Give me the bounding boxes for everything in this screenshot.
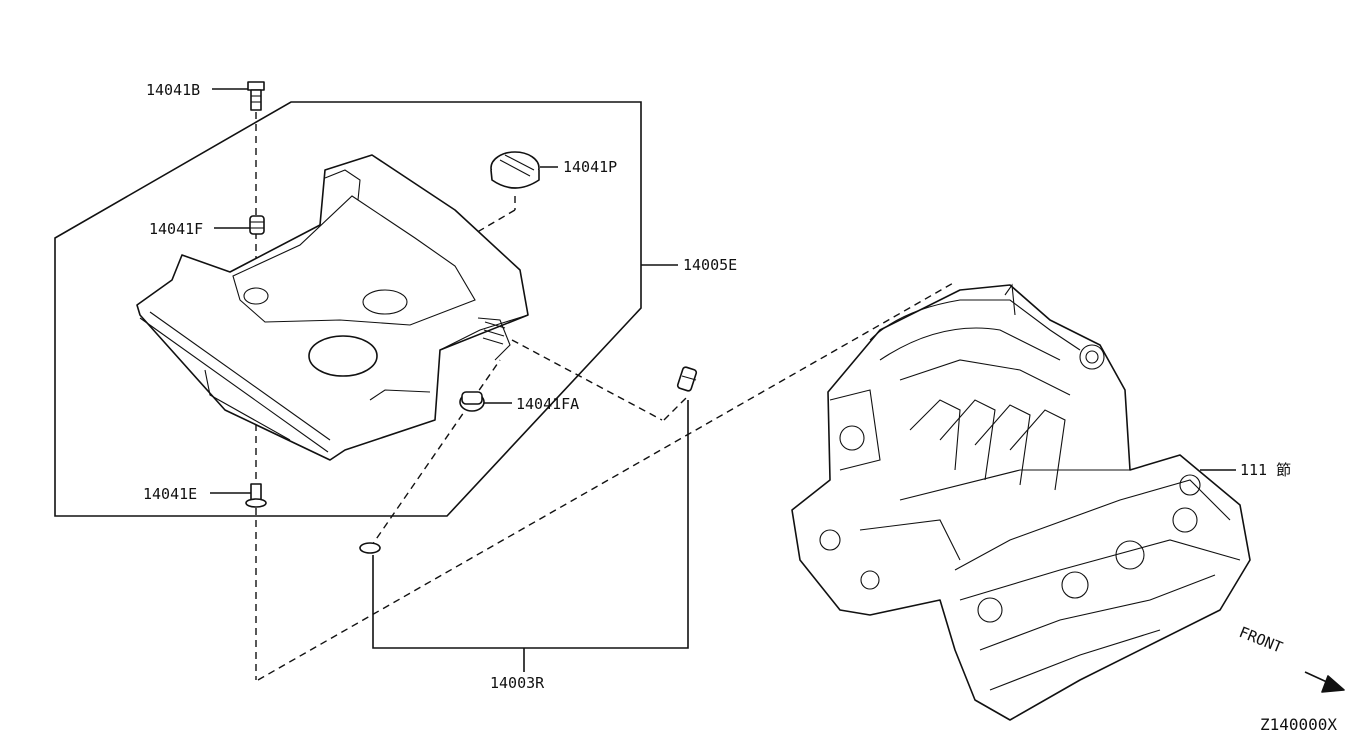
label-111: 111 節: [1240, 461, 1291, 479]
clip-part: [676, 366, 698, 392]
label-14005E: 14005E: [683, 256, 737, 274]
engine-assembly: [791, 283, 1251, 721]
bolt-icon: [245, 483, 267, 508]
dash-clip2: [663, 397, 687, 421]
cap-icon: [490, 151, 540, 189]
dash-seal: [369, 359, 501, 549]
engine-cover: [136, 154, 529, 461]
group-frame-14005E: [54, 101, 642, 517]
grommet-icon: [459, 391, 485, 412]
seal-washer: [359, 542, 381, 554]
bolt-icon: [247, 81, 265, 111]
centerline-to-engine: [257, 281, 956, 681]
label-14041FA: 14041FA: [516, 395, 579, 413]
label-14041P: 14041P: [563, 158, 617, 176]
dash-clip: [511, 339, 663, 421]
label-14041B: 14041B: [146, 81, 200, 99]
bracket-14003R: [372, 400, 689, 649]
grommet-icon: [249, 215, 265, 235]
label-14041F: 14041F: [149, 220, 203, 238]
label-14041E: 14041E: [143, 485, 197, 503]
arrow-icon: [1304, 671, 1345, 693]
label-14003R: 14003R: [490, 674, 545, 692]
front-label: FRONT: [1237, 623, 1286, 657]
diagram-code: Z140000X: [1260, 715, 1337, 734]
